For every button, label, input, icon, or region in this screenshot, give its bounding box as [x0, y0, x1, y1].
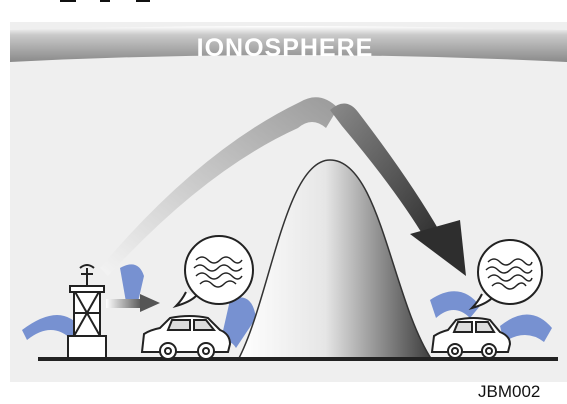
figure-code: JBM002: [478, 382, 540, 402]
ionosphere-label: IONOSPHERE: [120, 34, 450, 63]
ground-line: [38, 357, 558, 361]
cropped-heading-fragment: [52, 0, 212, 14]
